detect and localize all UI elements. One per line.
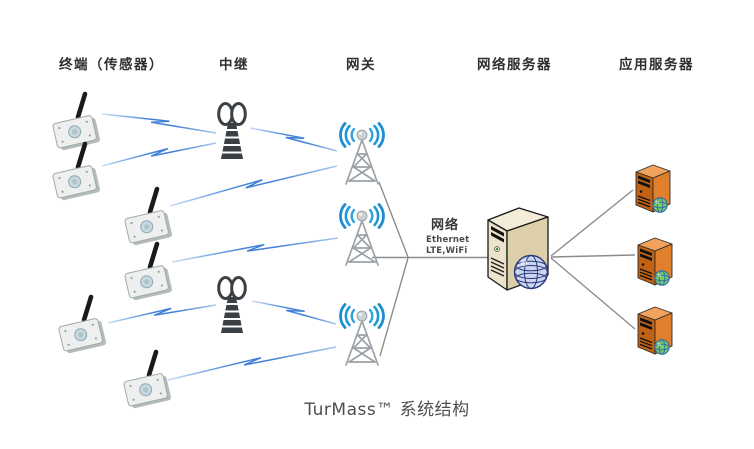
link-server-appserver3 [550,257,636,330]
sensor-module-icon [50,140,102,202]
app-server-node-3 [632,302,678,358]
relay-tower-icon [217,276,247,334]
sensor-node-4 [122,240,174,302]
relay-node-1 [212,102,252,160]
sensor-node-6 [121,348,173,410]
gateway-antenna-icon [339,203,385,267]
link-sensor5-relay2 [107,304,217,324]
link-server-appserver1 [550,189,634,257]
column-header-gateways: 网关 [346,57,376,73]
column-header-sensors: 终端（传感器） [59,57,164,73]
sensor-node-3 [122,185,174,247]
sensor-node-5 [56,293,108,355]
diagram-title: TurMass™ 系统结构 [304,400,470,420]
gateway-node-2 [333,202,391,268]
link-gateway3-network [379,257,409,357]
link-gateway1-network [378,181,409,258]
app-server-globe-icon [635,164,671,213]
link-server-appserver2 [550,254,636,258]
link-sensor1-relay1 [101,113,217,134]
column-header-app-servers: 应用服务器 [619,57,694,73]
app-server-node-2 [632,233,678,289]
relay-tower-icon [217,102,247,160]
link-sensor3-gateway1 [169,165,338,207]
link-relay2-gateway3 [251,300,337,325]
gateway-node-1 [333,121,391,187]
gateway-antenna-icon [339,122,385,186]
column-header-relays: 中继 [219,57,249,73]
network-annotation-line2: LTE,WiFi [426,246,468,257]
sensor-node-2 [50,140,102,202]
sensor-module-icon [121,348,173,410]
link-relay1-gateway1 [249,127,338,152]
app-server-globe-icon [637,306,673,355]
app-server-node-1 [630,160,676,216]
gateway-antenna-icon [339,303,385,367]
sensor-module-icon [56,293,108,355]
app-server-globe-icon [637,237,673,286]
gateway-node-3 [333,302,391,368]
network-annotation-title: 网络 [431,218,460,233]
sensor-module-icon [122,185,174,247]
link-sensor4-gateway2 [171,237,339,263]
relay-node-2 [212,276,252,334]
column-header-network-server: 网络服务器 [477,57,552,73]
link-sensor6-gateway3 [167,346,337,381]
link-sensor2-relay1 [101,142,217,167]
network-annotation: 网络 Ethernet LTE,WiFi [426,214,496,258]
network-annotation-line1: Ethernet [426,235,470,245]
sensor-module-icon [122,240,174,302]
